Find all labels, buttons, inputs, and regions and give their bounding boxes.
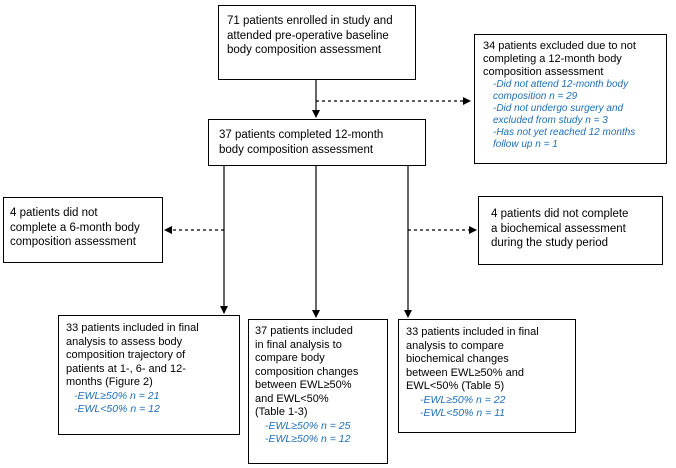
no-biochem-box: 4 patients did not complete a biochemica…	[478, 196, 663, 265]
no-6month-box: 4 patients did not complete a 6-month bo…	[3, 197, 163, 263]
final-composition-box: 37 patients included in final analysis t…	[248, 319, 388, 464]
excluded-item-3: -Has not yet reached 12 months follow up…	[493, 127, 636, 150]
no-biochem-text: 4 patients did not complete a biochemica…	[491, 208, 629, 249]
final-biochemical-box: 33 patients included in final analysis t…	[398, 319, 576, 433]
excluded-item-1: -Did not attend 12-month body compositio…	[493, 79, 629, 102]
no-6month-text: 4 patients did not complete a 6-month bo…	[10, 207, 140, 248]
final-biochemical-item-2: -EWL<50% n = 11	[420, 406, 506, 419]
final-composition-item-1: -EWL≥50% n = 25	[265, 419, 351, 432]
enrolled-box: 71 patients enrolled in study and attend…	[218, 5, 416, 80]
completed-box: 37 patients completed 12-month body comp…	[208, 119, 426, 166]
completed-text: 37 patients completed 12-month body comp…	[219, 129, 384, 156]
final-trajectory-text: 33 patients included in final analysis t…	[66, 322, 199, 388]
final-composition-item-2: -EWL≥50% n = 12	[265, 432, 351, 445]
excluded-text: 34 patients excluded due to not completi…	[483, 40, 636, 78]
final-composition-text: 37 patients included in final analysis t…	[255, 325, 359, 418]
final-trajectory-item-1: -EWL≥50% n = 21	[74, 389, 160, 402]
final-biochemical-text: 33 patients included in final analysis t…	[406, 326, 539, 392]
excluded-box: 34 patients excluded due to not completi…	[474, 34, 667, 164]
final-biochemical-item-1: -EWL≥50% n = 22	[420, 393, 506, 406]
excluded-item-2: -Did not undergo surgery and excluded fr…	[493, 103, 624, 126]
final-trajectory-item-2: -EWL<50% n = 12	[74, 402, 160, 415]
final-trajectory-box: 33 patients included in final analysis t…	[58, 315, 240, 435]
enrolled-text: 71 patients enrolled in study and attend…	[227, 15, 393, 56]
